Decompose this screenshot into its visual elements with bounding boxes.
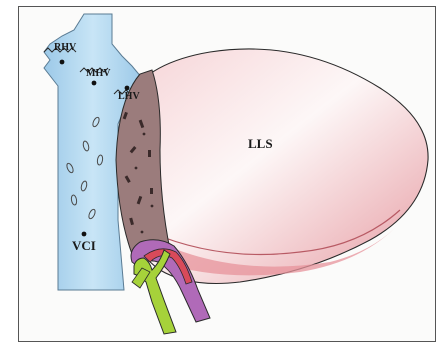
rhv-label: RHV — [54, 42, 76, 53]
vci-label: VCI — [72, 238, 96, 254]
lhv-dot — [125, 86, 130, 91]
mhv-dot — [92, 81, 97, 86]
vci-dot — [82, 232, 87, 237]
mhv-label: MHV — [86, 68, 110, 79]
lls-label: LLS — [248, 136, 273, 152]
lhv-label: LHV — [118, 91, 140, 102]
rhv-dot — [60, 60, 65, 65]
